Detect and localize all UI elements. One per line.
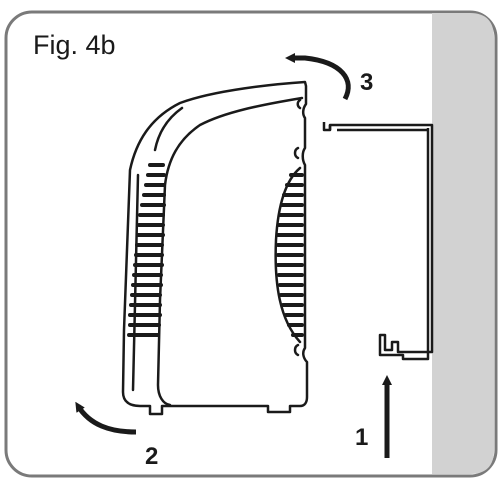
step-3-label: 3	[360, 69, 373, 96]
step-1-arrow: 1	[355, 375, 392, 458]
wall-bracket	[322, 122, 434, 361]
fan-heater	[121, 80, 309, 416]
step-2-label: 2	[145, 443, 158, 470]
wall	[432, 13, 494, 474]
curved-arrow-icon	[75, 401, 137, 435]
front-grille	[127, 163, 166, 337]
figure-frame	[4, 10, 498, 478]
step-3-arrow: 3	[285, 53, 373, 101]
curved-arrow-icon	[285, 53, 351, 101]
step-2-arrow: 2	[75, 401, 158, 470]
rear-grille	[274, 166, 304, 344]
figure-title: Fig. 4b	[33, 30, 116, 60]
step-1-label: 1	[355, 424, 368, 451]
